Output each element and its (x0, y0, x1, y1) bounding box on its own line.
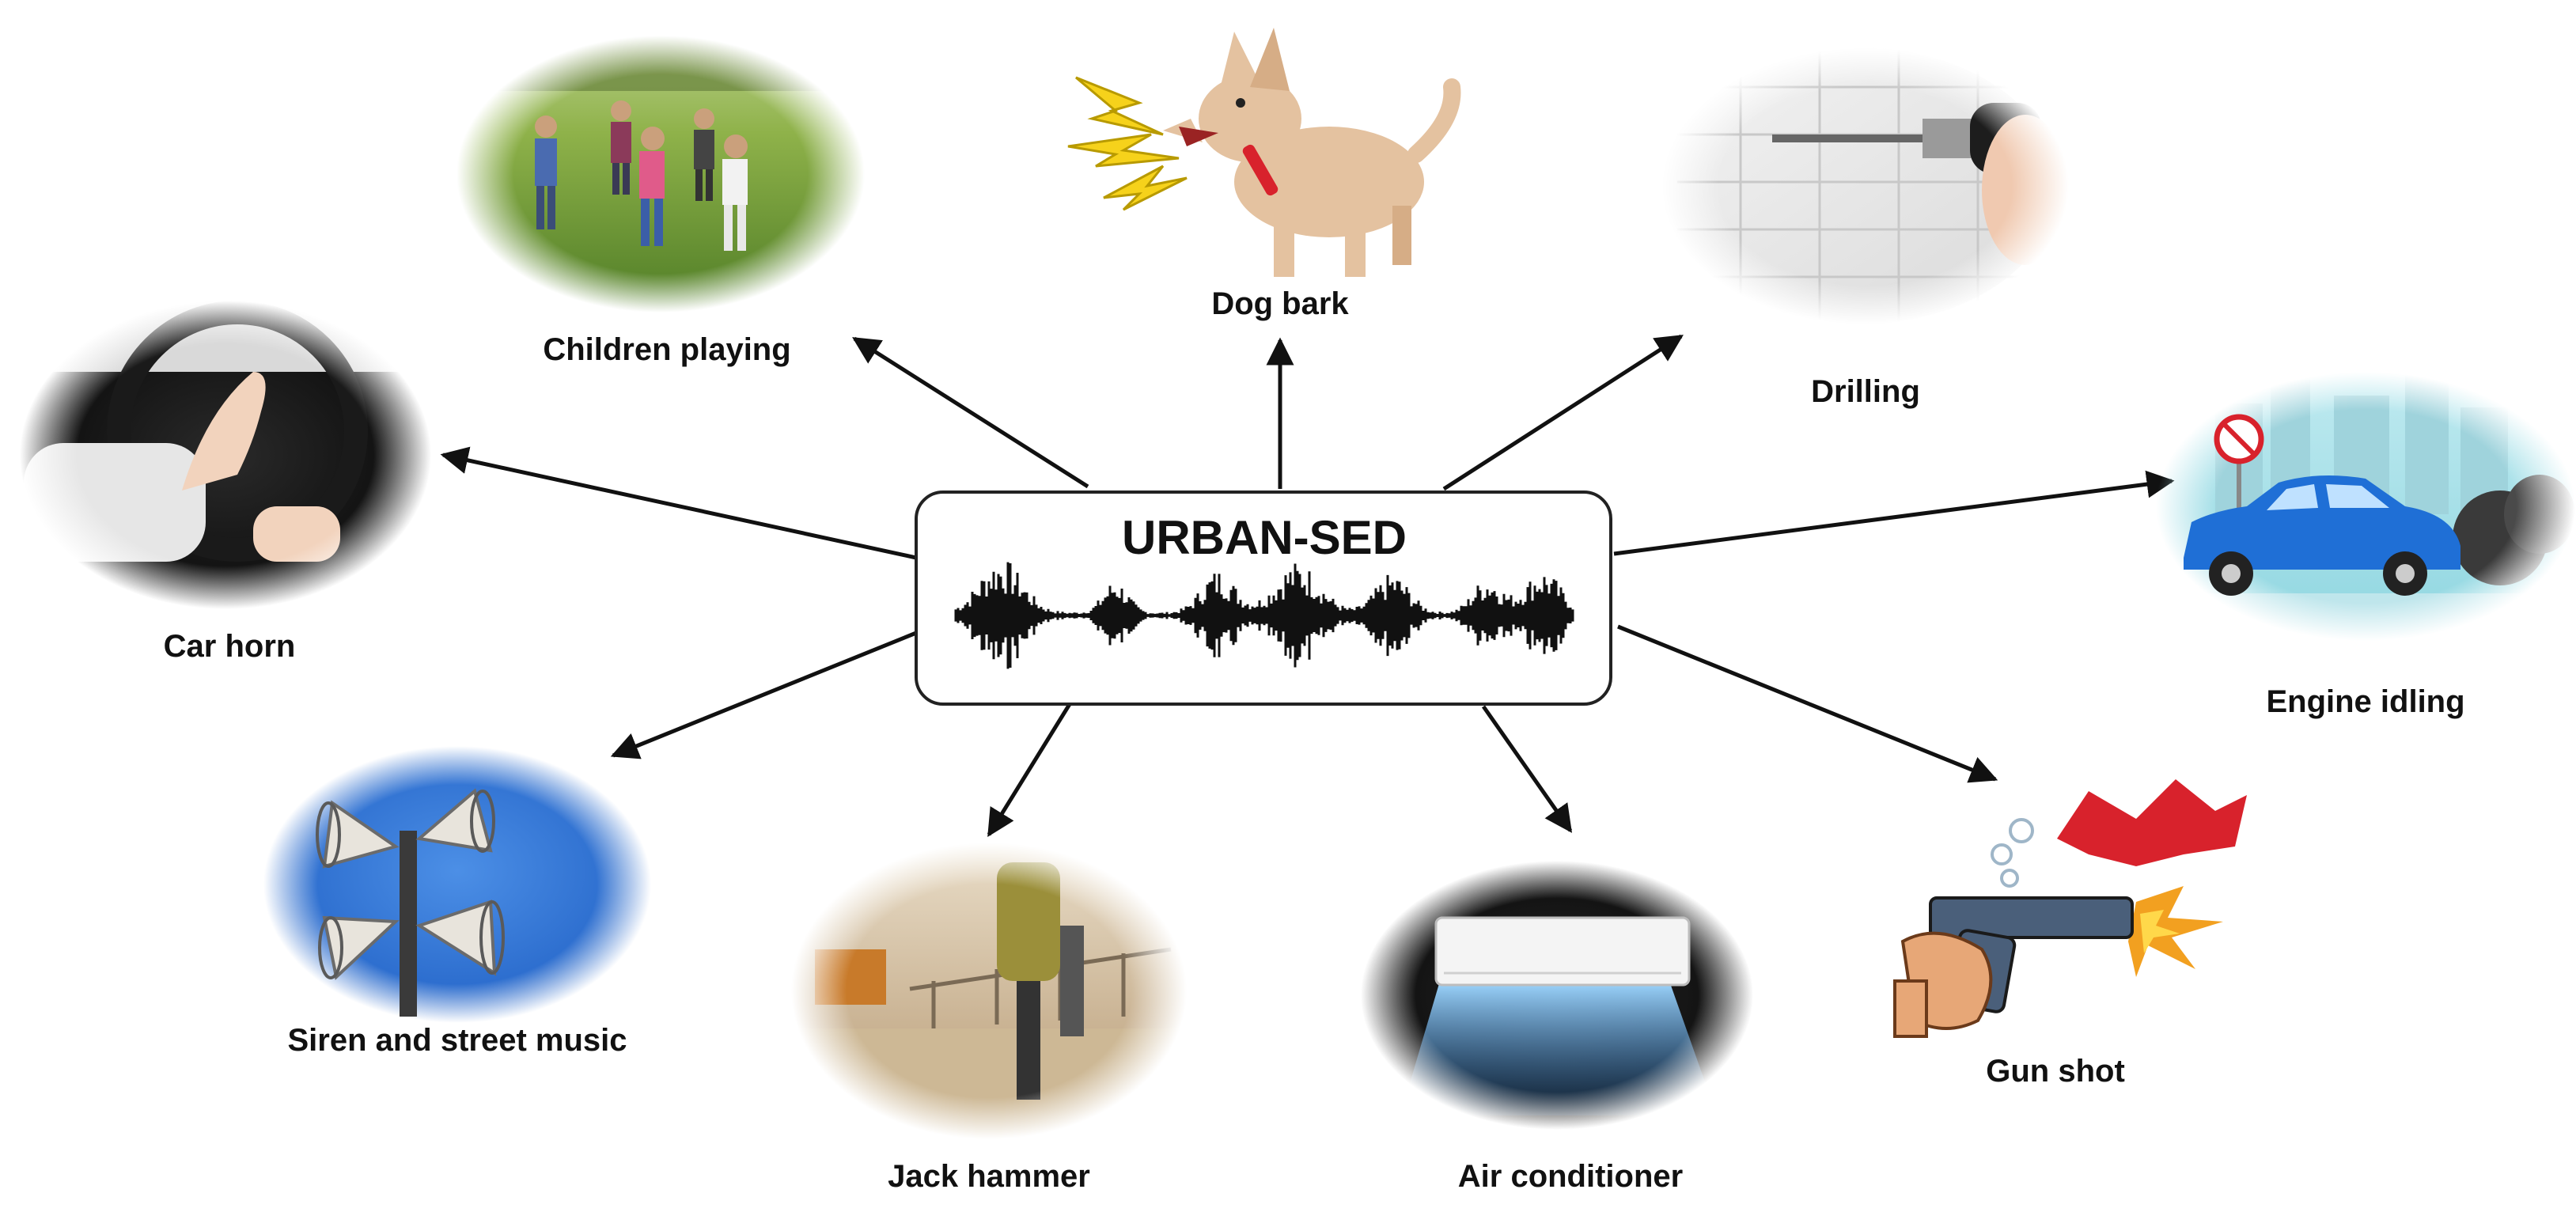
engine-idling-image (2156, 372, 2575, 641)
label-drilling: Drilling (1811, 374, 1920, 409)
label-engine-idling: Engine idling (2266, 684, 2464, 719)
children-playing-image (456, 36, 865, 312)
connector-arrows (440, 334, 2175, 837)
arrow-drilling (1442, 334, 1684, 491)
label-dog-bark: Dog bark (1211, 286, 1349, 321)
arrow-siren (610, 631, 917, 759)
arrow-jack-hammer (987, 703, 1072, 837)
audio-waveform (954, 562, 1574, 669)
arrow-air-conditioner (1481, 705, 1573, 833)
arrow-car-horn (440, 446, 917, 560)
label-air-conditioner: Air conditioner (1458, 1159, 1683, 1194)
car-horn-image (20, 301, 431, 609)
label-jack-hammer: Jack hammer (888, 1159, 1090, 1194)
label-car-horn: Car horn (164, 629, 296, 664)
jack-hammer-image (791, 843, 1187, 1139)
air-conditioner-image (1361, 861, 1753, 1130)
siren-image (263, 746, 651, 1023)
arrow-engine-idling (1613, 470, 2175, 556)
gun-shot-image (1893, 779, 2247, 1038)
dog-bark-image (1067, 28, 1461, 277)
label-gun-shot: Gun shot (1986, 1054, 2125, 1089)
urban-sed-box: URBAN-SED (915, 490, 1612, 706)
arrow-gun-shot (1617, 624, 1998, 783)
arrow-children-playing (852, 336, 1089, 489)
drilling-image (1661, 47, 2069, 324)
label-children-playing: Children playing (543, 332, 790, 367)
label-siren: Siren and street music (287, 1023, 627, 1058)
dataset-title: URBAN-SED (1122, 511, 1407, 564)
center-box-frame (915, 490, 1612, 706)
